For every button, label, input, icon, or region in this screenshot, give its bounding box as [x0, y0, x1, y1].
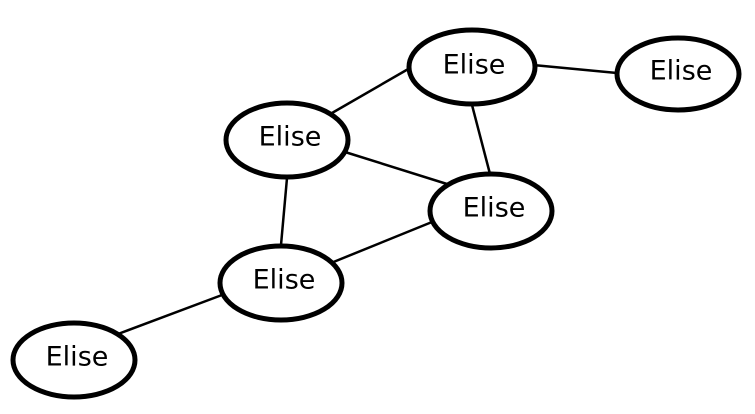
edge-n1-n3 — [331, 66, 411, 115]
node-label: Elise — [259, 122, 322, 153]
edge-n3-n5 — [279, 177, 289, 246]
node-ellipse — [217, 243, 345, 323]
node-n6[interactable]: Elise — [10, 320, 138, 400]
node-ellipse — [10, 320, 138, 400]
edges — [117, 63, 618, 336]
node-ellipse — [223, 100, 351, 180]
node-label: Elise — [650, 56, 713, 87]
edge-n4-n5 — [330, 220, 433, 265]
node-label: Elise — [443, 50, 506, 81]
edge-n5-n6 — [117, 293, 223, 336]
node-label: Elise — [463, 193, 526, 224]
node-n5[interactable]: Elise — [217, 243, 345, 323]
edge-n1-n2 — [532, 63, 618, 75]
node-ellipse — [406, 27, 538, 107]
node-label: Elise — [46, 342, 109, 373]
node-label: Elise — [253, 265, 316, 296]
edge-n1-n4 — [470, 104, 492, 175]
node-ellipse — [427, 171, 555, 251]
node-ellipse — [614, 35, 742, 113]
node-n4[interactable]: Elise — [427, 171, 555, 251]
node-n3[interactable]: Elise — [223, 100, 351, 180]
node-n1[interactable]: Elise — [406, 27, 538, 107]
edge-n3-n4 — [344, 150, 448, 186]
node-n2[interactable]: Elise — [614, 35, 742, 113]
